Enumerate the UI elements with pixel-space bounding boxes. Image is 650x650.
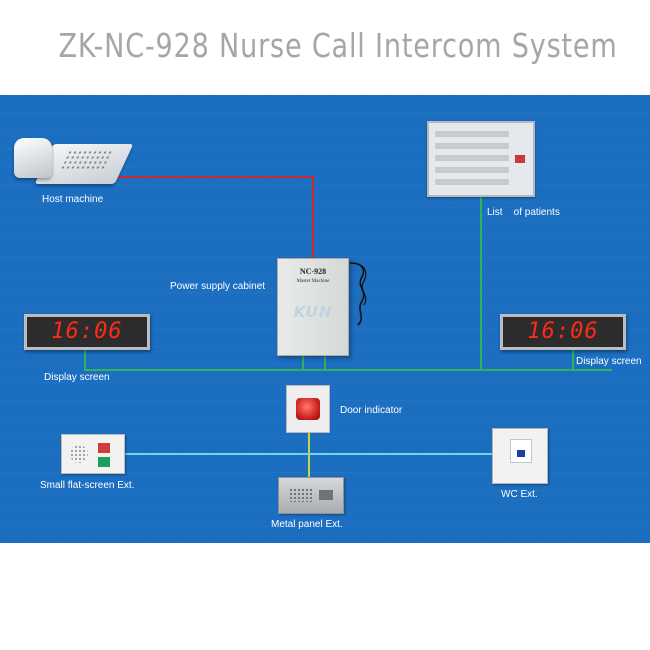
display-right-drop — [572, 350, 574, 370]
patients-list-label: List of patients — [487, 207, 560, 218]
door-indicator — [286, 385, 330, 433]
call-button-green — [98, 457, 110, 467]
extension-bus-line — [124, 453, 494, 455]
host-connection-line-vertical — [312, 176, 314, 259]
host-machine — [14, 132, 134, 188]
cabinet-model: NC-928 — [299, 267, 327, 276]
display-screen-left: 16:06 — [24, 314, 150, 350]
display-bus-line — [84, 369, 612, 371]
master-machine-cabinet: NC-928 Master Machine KUN — [277, 258, 349, 356]
host-connection-line — [66, 176, 313, 178]
wc-ext-label: WC Ext. — [501, 489, 538, 500]
power-cord-icon — [349, 262, 367, 326]
host-machine-label: Host machine — [42, 194, 104, 205]
cabinet-drop-2 — [324, 353, 326, 370]
host-machine-keypad — [59, 150, 113, 170]
metal-panel-extension — [278, 477, 344, 514]
patients-list-rows — [435, 131, 509, 189]
door-indicator-label: Door indicator — [340, 405, 403, 416]
host-machine-handset — [14, 138, 52, 178]
metal-panel-button — [319, 490, 333, 500]
cabinet-subtitle: Master Machine — [296, 279, 330, 284]
page-title: ZK-NC-928 Nurse Call Intercom System — [58, 26, 618, 65]
display-screen-right-time: 16:06 — [527, 319, 599, 344]
patients-list-indicator — [515, 155, 525, 163]
patients-list-board — [427, 121, 535, 197]
display-screen-right: 16:06 — [500, 314, 626, 350]
metal-panel-label: Metal panel Ext. — [271, 519, 343, 530]
display-left-drop — [84, 350, 86, 370]
cabinet-logo: KUN — [293, 303, 333, 321]
patients-board-line — [480, 197, 482, 370]
door-indicator-lamp — [296, 398, 320, 420]
call-button-red — [98, 443, 110, 453]
wc-pull-button — [510, 439, 532, 463]
display-screen-right-label: Display screen — [576, 356, 642, 367]
speaker-grille-icon — [70, 445, 88, 463]
wc-extension — [492, 428, 548, 484]
display-screen-left-label: Display screen — [44, 372, 110, 383]
small-flat-screen-label: Small flat-screen Ext. — [40, 480, 135, 491]
door-indicator-line — [308, 432, 310, 478]
wc-indicator — [517, 450, 525, 457]
cabinet-drop-1 — [302, 353, 304, 370]
metal-panel-speaker-icon — [289, 488, 313, 502]
power-supply-cabinet-label: Power supply cabinet — [170, 281, 266, 292]
display-screen-left-time: 16:06 — [51, 319, 123, 344]
small-flat-screen-extension — [61, 434, 125, 474]
